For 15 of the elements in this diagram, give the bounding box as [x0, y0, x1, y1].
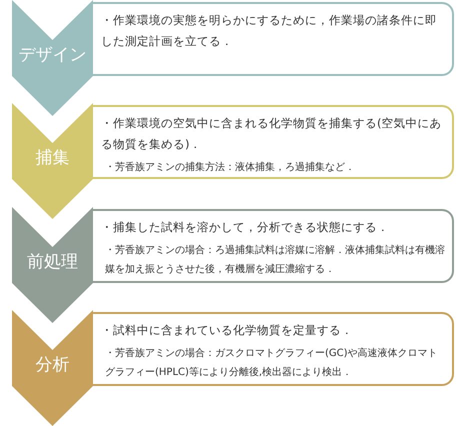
description-box	[93, 209, 454, 283]
step-label: 捕集	[34, 147, 70, 169]
description-text: ・捕集した試料を溶かして，分析できる状態にする．	[101, 219, 390, 236]
description-box	[93, 105, 454, 179]
description-text: ・試料中に含まれている化学物質を定量する．	[101, 322, 354, 339]
step-label: デザイン	[18, 44, 88, 66]
detail-text: ・芳香族アミンの場合：ガスクロマトグラフィー(GC)や高速液体クロマトグラフィー(HPLC)等により分離後,検出器により検出．	[104, 346, 439, 380]
description-box	[93, 2, 454, 76]
detail-text: ・芳香族アミンの場合：ろ過捕集試料は溶媒に溶解．液体捕集試料は有機溶媒を加え振とうさせた後，有機層を減圧濃縮する．	[104, 244, 446, 277]
detail-text: ・芳香族アミンの捕集方法：液体捕集，ろ過捕集など．	[104, 160, 356, 175]
description-box	[93, 312, 454, 386]
step-label: 前処理	[26, 251, 79, 273]
description-text: ・作業環境の実態を明らかにするために，作業場の諸条件に即した測定計画を立てる．	[101, 12, 438, 50]
step-label: 分析	[34, 354, 70, 376]
description-text: ・作業環境の空気中に含まれる化学物質を捕集する(空気中にある物質を集める)．	[101, 115, 442, 153]
